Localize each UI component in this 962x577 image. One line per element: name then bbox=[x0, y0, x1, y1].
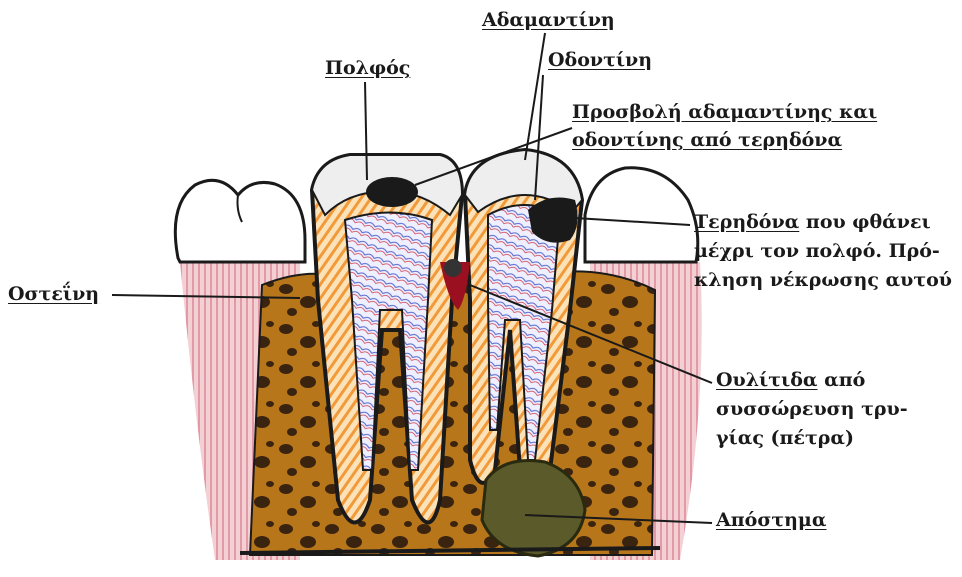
label-enamel: Αδαμαντίνη bbox=[482, 8, 615, 33]
label-pulp: Πολφός bbox=[325, 56, 410, 81]
label-gingivitis-line1: Ουλίτιδα από bbox=[716, 368, 865, 393]
label-gingivitis-term: Ουλίτιδα bbox=[716, 369, 818, 391]
tartar-stone bbox=[444, 259, 462, 277]
label-enamel-dentin-attack-line2: οδοντίνης από τερηδόνα bbox=[572, 128, 842, 153]
neighbor-tooth-right bbox=[585, 168, 698, 262]
label-caries-term: Τερηδόνα bbox=[694, 211, 799, 233]
label-caries-line2: μέχρι τον πολφό. Πρό- bbox=[694, 239, 940, 264]
label-gingivitis-rest: από bbox=[818, 369, 866, 391]
label-caries-rest: που φθάνει bbox=[799, 211, 930, 233]
label-enamel-dentin-attack-line1: Προσβολή αδαμαντίνης και bbox=[572, 100, 877, 125]
label-abscess: Απόστημα bbox=[716, 508, 826, 533]
label-cementum: Οστεΐνη bbox=[8, 282, 99, 307]
label-dentin: Οδοντίνη bbox=[548, 48, 652, 73]
neighbor-tooth-left bbox=[175, 180, 305, 262]
label-caries-line3: κληση νέκρωσης αυτού bbox=[694, 268, 952, 293]
label-caries-line1: Τερηδόνα που φθάνει bbox=[694, 210, 931, 235]
label-gingivitis-line2: συσσώρευση τρυ- bbox=[716, 397, 908, 422]
caries-left bbox=[366, 177, 418, 207]
label-gingivitis-line3: γίας (πέτρα) bbox=[716, 426, 854, 451]
